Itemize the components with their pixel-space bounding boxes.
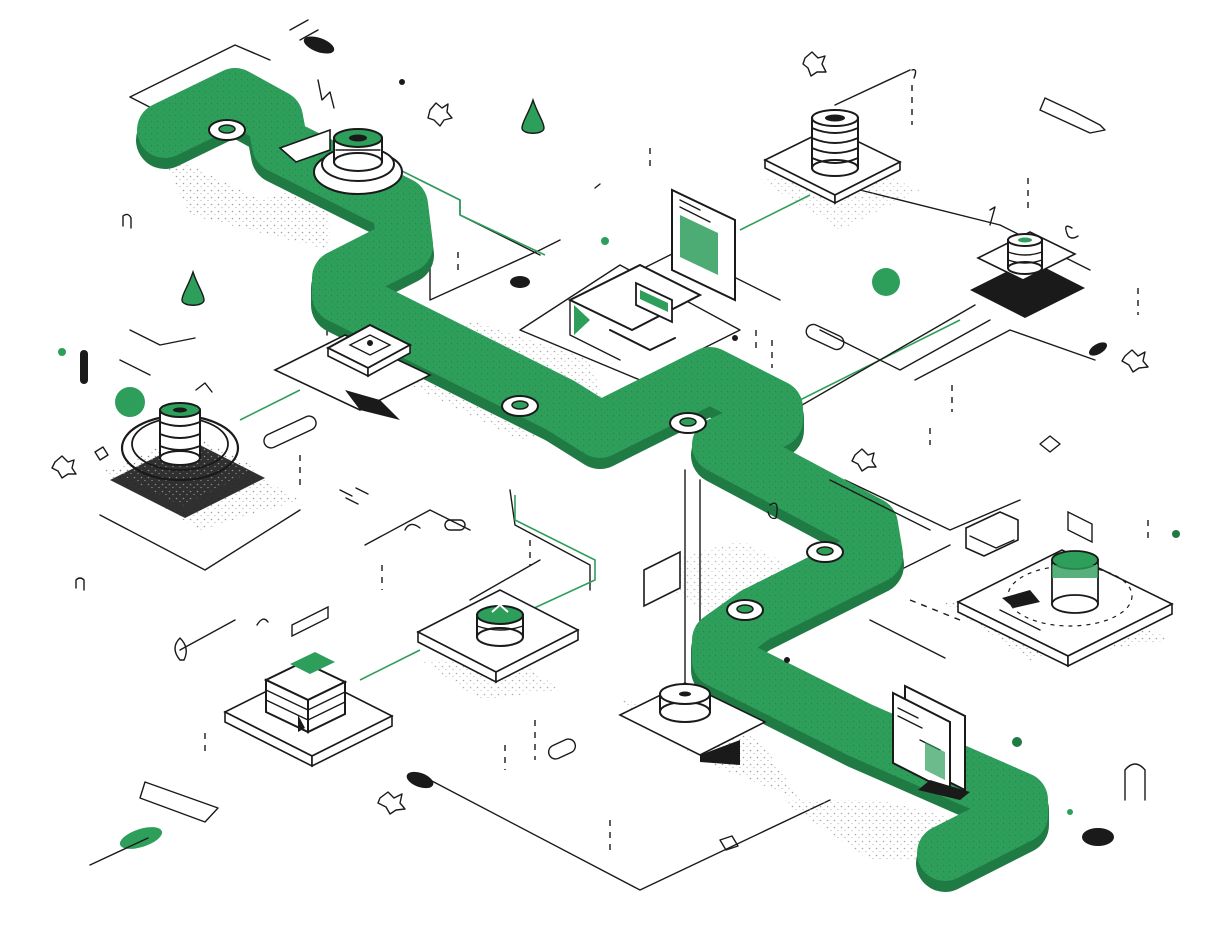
disc-stack-icon [313, 128, 403, 195]
green-circuit-track [136, 68, 1049, 892]
chip-icon [273, 323, 432, 420]
disc-icon [618, 682, 767, 765]
outline-pill-icon [139, 97, 1106, 823]
disc-icon [416, 589, 580, 684]
folder-icon [965, 510, 1093, 557]
track-washers [208, 119, 844, 621]
green-dots [58, 79, 1180, 849]
slot-icon [278, 128, 681, 638]
server-cylinder-icon [763, 109, 902, 205]
dash-marker [75, 19, 1146, 851]
splat-icon [51, 51, 1149, 815]
document-icon [892, 684, 970, 800]
guide-lines [89, 329, 1041, 866]
droplet-icon [181, 97, 545, 306]
layers-icon [223, 652, 394, 768]
server-cylinder-icon [956, 549, 1174, 668]
pill-icon [80, 36, 1114, 846]
monitor-icon [567, 188, 736, 361]
server-cylinder-icon [970, 231, 1085, 318]
server-cylinder-icon [110, 402, 265, 518]
dashed-ticks [204, 85, 1149, 852]
